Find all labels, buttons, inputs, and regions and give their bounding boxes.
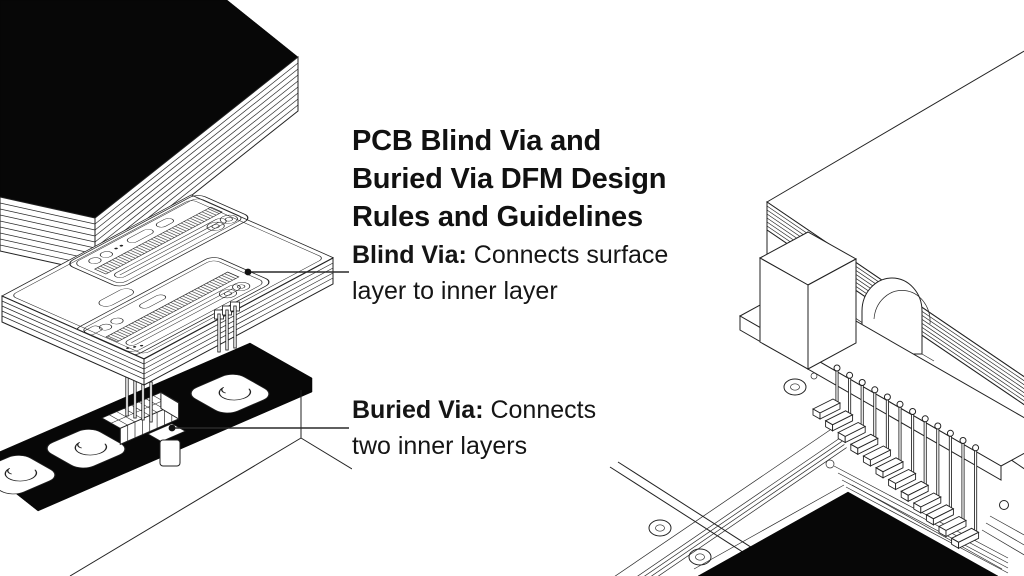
edge-via-pins <box>214 301 240 353</box>
top-copper-layer-slab <box>0 0 299 274</box>
pcb-pad <box>0 455 56 495</box>
buried-via-term: Buried Via: <box>352 396 484 424</box>
signal-traces <box>614 429 847 576</box>
black-die <box>693 484 1003 576</box>
blind-via-definition-part-1: Connects surface <box>466 241 669 269</box>
inner-routing-layer <box>1 194 334 386</box>
callout-buried-via-line-2: two inner layers <box>352 428 712 464</box>
page-title: PCB Blind Via and Buried Via DFM Design … <box>352 122 667 236</box>
blind-via-leader-line <box>244 268 349 276</box>
callout-buried-via-line-1: Buried Via: Connects <box>352 392 712 428</box>
via-pin-row <box>812 364 980 549</box>
blind-via-term: Blind Via: <box>352 241 467 269</box>
base-layer-with-pads <box>0 342 352 576</box>
pillar-block <box>758 231 858 370</box>
blind-via-definition-part-2: layer to inner layer <box>352 277 558 305</box>
callout-blind-via-line-2: layer to inner layer <box>352 273 712 309</box>
callout-buried-via: Buried Via: Connects two inner layers <box>352 392 712 464</box>
title-line-2: Buried Via DFM Design <box>352 163 667 196</box>
buried-via-definition-part-1: Connects <box>483 396 597 424</box>
left-illustration-exploded-pcb <box>0 0 352 576</box>
title-line-3: Rules and Guidelines <box>352 201 643 234</box>
callout-blind-via-line-1: Blind Via: Connects surface <box>352 237 712 273</box>
callout-blind-via: Blind Via: Connects surface layer to inn… <box>352 237 712 309</box>
pcb-pad <box>46 429 126 469</box>
title-line-1: PCB Blind Via and <box>352 125 602 158</box>
pcb-pad <box>190 374 270 414</box>
right-edge-traces <box>981 500 1024 556</box>
buried-via-leader-line <box>168 424 349 432</box>
buried-via-block <box>101 391 187 467</box>
right-illustration-pcb-stack-detail <box>609 50 1024 576</box>
buried-via-definition-part-2: two inner layers <box>352 432 528 460</box>
